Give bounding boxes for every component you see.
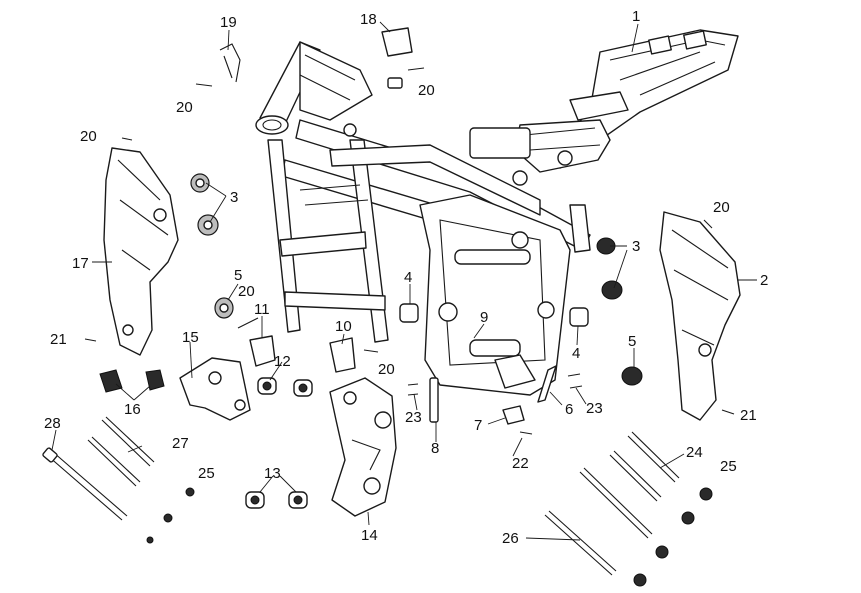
callout-20-e: 20 bbox=[238, 283, 255, 300]
callout-22: 22 bbox=[512, 455, 529, 472]
callout-28: 28 bbox=[44, 415, 61, 432]
callout-24: 24 bbox=[686, 444, 703, 461]
callout-21-b: 21 bbox=[740, 407, 757, 424]
callout-20-f: 20 bbox=[378, 361, 395, 378]
callout-14: 14 bbox=[361, 527, 378, 544]
callout-5-right: 5 bbox=[628, 333, 636, 350]
callout-17: 17 bbox=[72, 255, 89, 272]
callout-4-left: 4 bbox=[404, 269, 412, 286]
callout-3-left: 3 bbox=[230, 189, 238, 206]
callout-4-right: 4 bbox=[572, 345, 580, 362]
callout-18: 18 bbox=[360, 11, 377, 28]
callout-8: 8 bbox=[431, 440, 439, 457]
callout-13: 13 bbox=[264, 465, 281, 482]
rubber-bushings bbox=[99, 173, 643, 393]
callout-21-a: 21 bbox=[50, 331, 67, 348]
leader-lines bbox=[51, 21, 757, 541]
callout-19: 19 bbox=[220, 14, 237, 31]
callout-1: 1 bbox=[632, 8, 640, 25]
callout-25-a: 25 bbox=[198, 465, 215, 482]
callout-16: 16 bbox=[124, 401, 141, 418]
main-frame bbox=[255, 29, 739, 396]
callout-9: 9 bbox=[480, 309, 488, 326]
callout-5-left: 5 bbox=[234, 267, 242, 284]
callout-23-a: 23 bbox=[405, 409, 422, 426]
callout-26: 26 bbox=[502, 530, 519, 547]
callout-20-a: 20 bbox=[176, 99, 193, 116]
callout-10: 10 bbox=[335, 318, 352, 335]
long-bolts bbox=[42, 67, 735, 587]
left-side-cover bbox=[103, 147, 179, 356]
callout-20-c: 20 bbox=[80, 128, 97, 145]
right-side-cover bbox=[659, 211, 741, 421]
callout-2: 2 bbox=[760, 272, 768, 289]
callout-3-right: 3 bbox=[632, 238, 640, 255]
callout-labels: 1 2 3 3 4 4 5 5 6 7 8 9 10 11 12 13 14 1… bbox=[44, 8, 768, 547]
callout-7: 7 bbox=[474, 417, 482, 434]
callout-27: 27 bbox=[172, 435, 189, 452]
callout-25-b: 25 bbox=[720, 458, 737, 475]
callout-23-b: 23 bbox=[586, 400, 603, 417]
callout-15: 15 bbox=[182, 329, 199, 346]
callout-20-b: 20 bbox=[418, 82, 435, 99]
callout-12: 12 bbox=[274, 353, 291, 370]
callout-20-d: 20 bbox=[713, 199, 730, 216]
callout-6: 6 bbox=[565, 401, 573, 418]
engine-mount-brackets bbox=[179, 27, 557, 517]
callout-11: 11 bbox=[254, 301, 270, 318]
